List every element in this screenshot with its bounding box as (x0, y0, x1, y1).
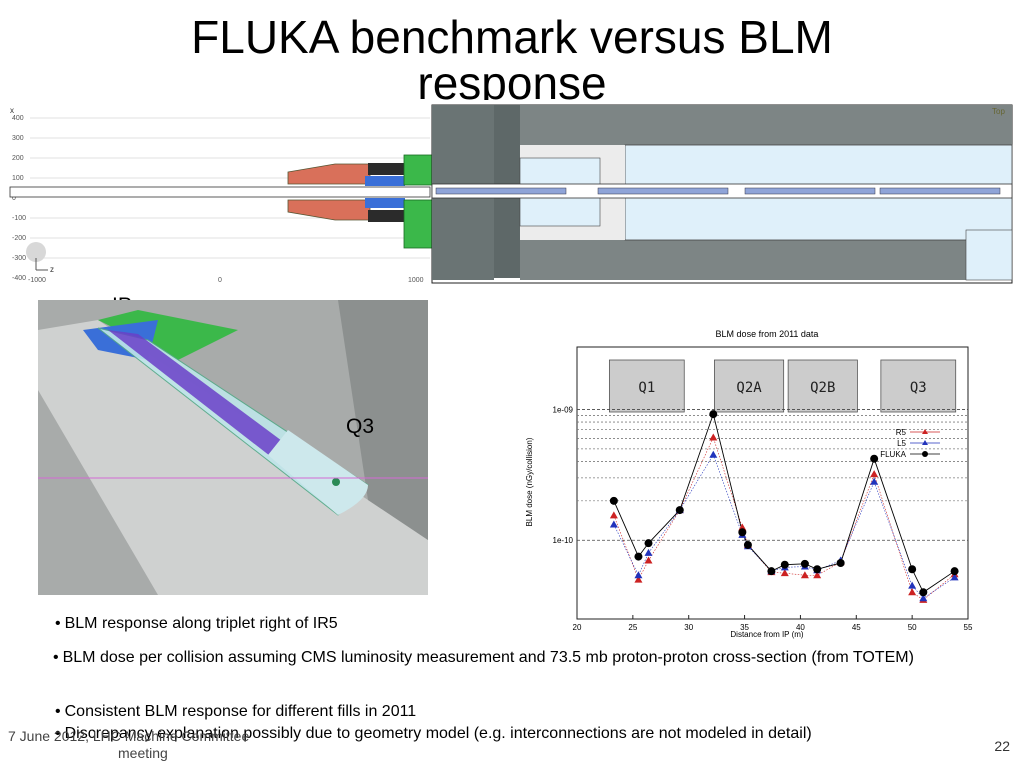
geo-y-tick-label: 400 (12, 115, 24, 122)
data-point-fluka (644, 539, 653, 548)
y-axis-label: BLM dose (nGy/collision) (525, 437, 534, 526)
data-point-l5 (709, 450, 718, 458)
data-point-l5 (644, 548, 653, 556)
magnet-box (608, 359, 685, 413)
y-tick-label: 1e-09 (553, 405, 574, 414)
legend-label: L5 (897, 439, 906, 448)
slide-title: FLUKA benchmark versus BLM response (191, 14, 833, 106)
legend-marker (922, 451, 928, 457)
x-tick-label: 55 (964, 623, 973, 632)
x-axis-label: Distance from IP (m) (730, 630, 804, 639)
slide-footer: 7 June 2012, LHC Machine Committee meeti… (8, 728, 250, 761)
y-tick-label: 1e-10 (553, 536, 574, 545)
data-point-fluka (709, 410, 718, 419)
x-tick-label: 45 (852, 623, 861, 632)
magnet-label: Q1 (638, 380, 655, 396)
data-point-fluka (675, 506, 684, 515)
data-point-r5 (800, 571, 809, 579)
legend-marker (922, 429, 928, 434)
series-line-l5 (613, 454, 955, 599)
geo-x-tick-label: -1000 (28, 277, 46, 284)
geo-y-tick-label: -100 (12, 215, 26, 222)
data-point-fluka (609, 496, 618, 505)
x-tick-label: 50 (908, 623, 917, 632)
geo-x-tick-label: 1000 (408, 277, 424, 284)
data-point-fluka (908, 565, 917, 574)
data-point-r5 (780, 569, 789, 577)
legend-label: R5 (896, 428, 907, 437)
magnet-label: Q2A (736, 380, 762, 396)
x-tick-label: 20 (573, 623, 582, 632)
geo-axis-x-label: x (10, 106, 14, 115)
geo-axis-z-label: z (50, 265, 54, 274)
legend-marker (922, 440, 928, 445)
geo-y-tick-label: 0 (12, 195, 16, 202)
q3-label: Q3 (346, 415, 375, 438)
geo-y-tick-label: 300 (12, 135, 24, 142)
magnet-box (787, 359, 858, 413)
blm-dose-chart: BLM dose from 2011 data Q1 Q2A Q2B Q3 20 25 3… (525, 329, 973, 639)
bullet-item: •BLM dose per collision assuming CMS lum… (53, 649, 914, 666)
data-point-fluka (813, 565, 822, 574)
data-point-r5 (609, 511, 618, 519)
geo-y-tick-label: 100 (12, 175, 24, 182)
geo-corner-label: Top (992, 107, 1005, 116)
magnet-label: Q2B (810, 380, 835, 396)
geo-y-tick-label: -400 (12, 275, 26, 282)
data-point-l5 (908, 581, 917, 589)
geo-x-tick-label: 0 (218, 277, 222, 284)
data-point-fluka (870, 454, 879, 463)
data-point-l5 (870, 477, 879, 485)
bullet-item: •BLM response along triplet right of IR5 (55, 615, 338, 632)
geo-y-tick-label: -300 (12, 255, 26, 262)
data-point-r5 (813, 571, 822, 579)
magnet-box (880, 359, 957, 413)
geo-y-tick-label: 200 (12, 155, 24, 162)
data-point-l5 (609, 520, 618, 528)
data-point-r5 (870, 470, 879, 478)
data-point-fluka (743, 540, 752, 549)
data-point-l5 (950, 573, 959, 581)
bullet-item: •Discrepancy explanation possibly due to… (55, 725, 812, 742)
data-point-fluka (767, 567, 776, 576)
data-point-l5 (634, 571, 643, 579)
data-point-fluka (836, 558, 845, 567)
data-point-r5 (738, 523, 747, 531)
magnet-label: Q3 (910, 380, 927, 396)
bullet-item: •Consistent BLM response for different f… (55, 703, 417, 720)
data-point-fluka (919, 588, 928, 597)
x-tick-label: 25 (628, 623, 637, 632)
chart-title: BLM dose from 2011 data (716, 329, 819, 339)
fluka-3d-render (38, 300, 428, 595)
x-tick-label: 35 (740, 623, 749, 632)
data-point-l5 (919, 594, 928, 602)
series-line-fluka (613, 412, 955, 593)
data-point-fluka (780, 560, 789, 569)
data-point-fluka (738, 528, 747, 537)
magnet-box (714, 359, 785, 413)
x-tick-label: 30 (684, 623, 693, 632)
data-point-fluka (950, 567, 959, 576)
series-line-r5 (613, 436, 955, 601)
data-point-r5 (634, 575, 643, 583)
page-number: 22 (994, 738, 1010, 754)
data-point-fluka (800, 559, 809, 568)
data-point-r5 (644, 556, 653, 564)
geo-y-tick-label: -200 (12, 235, 26, 242)
x-tick-label: 40 (796, 623, 805, 632)
data-point-r5 (908, 588, 917, 596)
legend-label: FLUKA (880, 450, 906, 459)
data-point-fluka (634, 552, 643, 561)
data-point-r5 (709, 433, 718, 441)
